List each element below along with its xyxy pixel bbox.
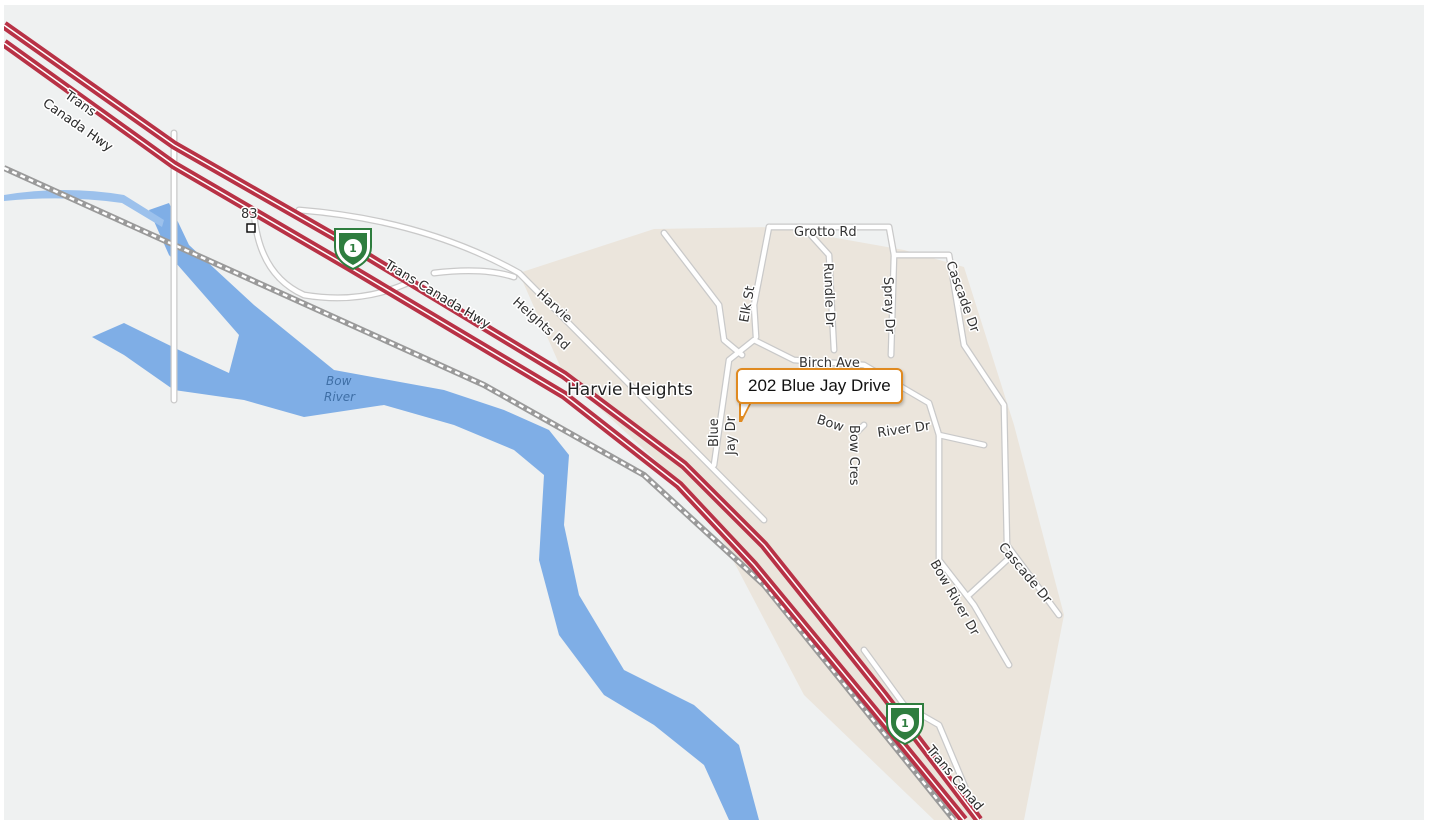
street-label-bow-cres: Bow Cres [846,425,861,486]
svg-text:1: 1 [349,242,357,255]
address-callout[interactable]: 202 Blue Jay Drive [736,368,903,404]
map-canvas[interactable]: 1 1 83 Trans Canada Hwy Trans Canada Hwy… [4,5,1424,820]
svg-text:83: 83 [241,207,258,222]
bow-river [4,190,759,820]
trans-canada-highway [4,21,983,820]
street-label-spray: Spray Dr [880,277,897,335]
map-layer: 1 1 83 Trans Canada Hwy Trans Canada Hwy… [4,21,1064,820]
svg-text:1: 1 [901,717,909,730]
route-83-marker: 83 [240,206,259,233]
local-roads [170,129,1063,820]
place-label-harvie-heights: Harvie Heights [567,380,693,400]
bow-river-label-line1: Bow [326,374,352,388]
harvie-heights-area [519,227,1064,820]
address-callout-text: 202 Blue Jay Drive [748,376,891,395]
highway-1-shield-east: 1 [886,703,924,746]
railway [4,165,957,820]
highway-1-shield-west: 1 [334,228,372,271]
bow-river-label-line2: River [324,390,356,404]
street-label-blue-jay-line1: Blue [707,418,722,447]
street-label-grotto: Grotto Rd [794,225,857,240]
callout-pointer-fill [741,402,750,416]
street-label-rundle: Rundle Dr [820,263,837,328]
street-label-blue-jay-line2: Jay Dr [724,415,739,456]
